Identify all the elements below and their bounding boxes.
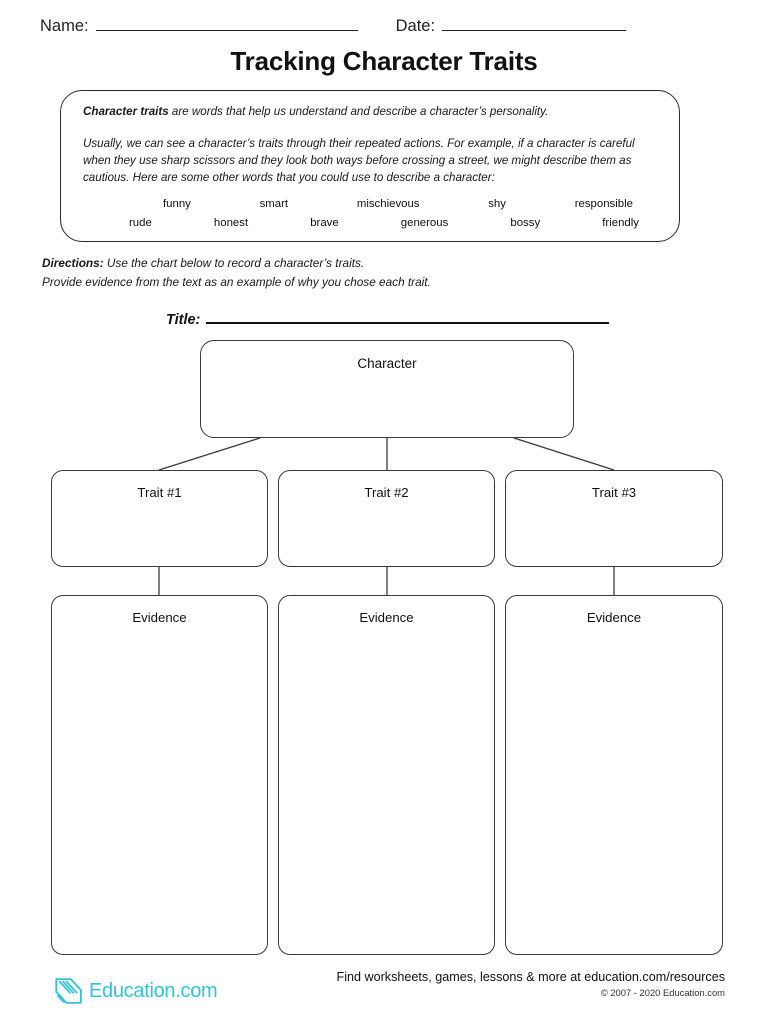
trait-box-3-label: Trait #3 (591, 485, 637, 500)
info-definition-term: Character traits (83, 105, 169, 118)
character-box[interactable]: Character (200, 340, 574, 438)
trait-box-2-label: Trait #2 (364, 485, 409, 500)
footer-copyright: © 2007 - 2020 Education.com (600, 987, 725, 998)
name-label: Name: (40, 17, 89, 35)
education-com-logo[interactable]: Education.com (52, 974, 218, 1008)
name-date-row: Name: Date: (40, 14, 730, 40)
trait-word-row-1: funny smart mischievous shy responsible (83, 198, 657, 210)
directions: Directions: Use the chart below to recor… (42, 254, 682, 292)
trait-word: smart (259, 197, 289, 210)
info-definition-rest: are words that help us understand and de… (168, 105, 549, 118)
trait-word: mischievous (356, 197, 420, 210)
directions-line-1: Use the chart below to record a characte… (103, 256, 365, 270)
trait-word: bossy (510, 216, 541, 229)
trait-box-2[interactable]: Trait #2 (278, 470, 495, 567)
directions-line-2: Provide evidence from the text as an exa… (42, 274, 431, 289)
trait-word: shy (488, 197, 506, 210)
info-definition: Character traits are words that help us … (83, 104, 657, 120)
date-label: Date: (395, 17, 436, 35)
trait-word: funny (163, 197, 191, 210)
trait-box-1[interactable]: Trait #1 (51, 470, 268, 567)
name-input-line[interactable] (95, 14, 358, 31)
footer: Education.com Find worksheets, games, le… (0, 966, 768, 1024)
trait-word: friendly (602, 216, 639, 229)
evidence-box-2[interactable]: Evidence (278, 595, 495, 955)
title-field-input-line[interactable] (206, 308, 610, 324)
trait-word: responsible (574, 197, 633, 210)
evidence-box-3[interactable]: Evidence (505, 595, 723, 955)
connector-character-trait-1 (158, 437, 261, 471)
pencil-notebook-icon (55, 978, 82, 1004)
trait-word: generous (400, 216, 449, 229)
connector-character-trait-3 (513, 437, 615, 471)
footer-tagline: Find worksheets, games, lessons & more a… (336, 970, 725, 984)
directions-label: Directions: (42, 256, 104, 270)
evidence-box-3-label: Evidence (586, 610, 642, 625)
date-input-line[interactable] (442, 14, 627, 31)
evidence-box-2-label: Evidence (359, 610, 414, 625)
trait-word: honest (213, 216, 249, 229)
info-explanation: Usually, we can see a character’s traits… (83, 136, 635, 185)
trait-word: rude (129, 216, 152, 229)
evidence-box-1-label: Evidence (132, 610, 187, 625)
trait-word-bank: funny smart mischievous shy responsible … (83, 198, 657, 229)
trait-box-3[interactable]: Trait #3 (505, 470, 723, 567)
trait-word: brave (310, 216, 339, 229)
page-title: Tracking Character Traits (230, 46, 538, 76)
evidence-box-1[interactable]: Evidence (51, 595, 268, 955)
character-box-label: Character (357, 356, 417, 371)
trait-box-1-label: Trait #1 (137, 485, 182, 500)
info-box: Character traits are words that help us … (60, 90, 680, 242)
footer-text: Find worksheets, games, lessons & more a… (337, 970, 725, 998)
title-field: Title: (166, 308, 610, 328)
brand-name: Education.com (89, 979, 218, 1002)
trait-word-row-2: rude honest brave generous bossy friendl… (83, 217, 657, 229)
title-field-label: Title: (166, 312, 201, 328)
